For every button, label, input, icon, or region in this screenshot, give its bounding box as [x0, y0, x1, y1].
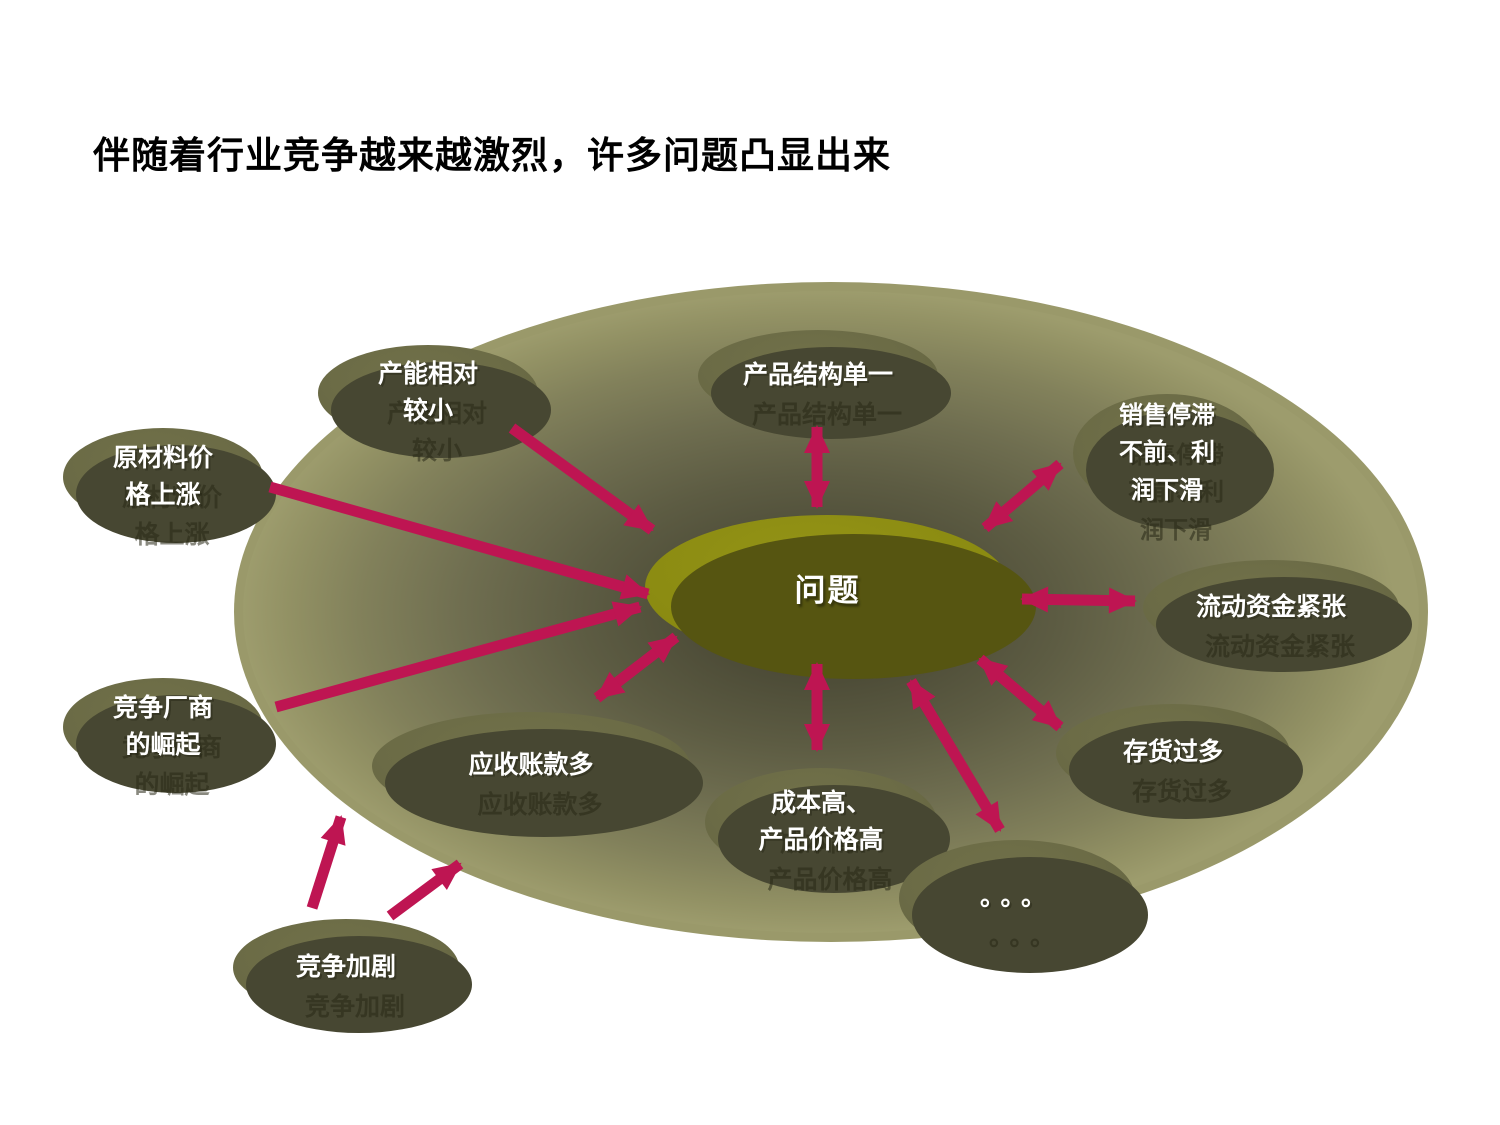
arrow-working-capital-center: [1020, 586, 1137, 614]
node-inventory-label: 存货过多: [1122, 738, 1223, 767]
arrow-sales-stagnation-center: [981, 459, 1064, 533]
node-product-structure-label: 产品结构单一: [742, 361, 893, 390]
node-receivables: 应收账款多: [372, 712, 690, 820]
node-high-cost: 成本高、 产品价格高: [705, 768, 937, 876]
node-sales-stagnation: 销售停滞 不前、利 润下滑: [1073, 394, 1261, 512]
node-capacity-label: 产能相对 较小: [377, 359, 478, 426]
node-raw-material: 原材料价 格上涨: [63, 428, 263, 526]
arrow-competitor-rise-to-center: [274, 601, 642, 713]
arrow-receivables-center: [593, 632, 680, 703]
node-center-problem-label: 问题: [794, 573, 861, 608]
node-product-structure: 产品结构单一: [698, 330, 938, 422]
slide-title: 伴随着行业竞争越来越激烈，许多问题凸显出来: [93, 135, 891, 176]
node-capacity: 产能相对 较小: [318, 345, 538, 441]
node-ellipsis-label: 。。。: [979, 883, 1054, 912]
node-competition-label: 竞争加剧: [295, 952, 396, 981]
node-working-capital-label: 流动资金紧张: [1195, 592, 1346, 621]
node-raw-material-label: 原材料价 格上涨: [112, 443, 213, 510]
node-center-problem: 问题: [645, 515, 1010, 660]
node-working-capital: 流动资金紧张: [1143, 560, 1399, 655]
node-competitor-rise-label: 竞争厂商 的崛起: [112, 693, 213, 760]
arrow-competition-up-right: [386, 859, 464, 921]
arrow-inventory-center: [976, 654, 1064, 732]
node-high-cost-label: 成本高、 产品价格高: [758, 788, 884, 855]
node-inventory: 存货过多: [1056, 704, 1290, 802]
arrow-capacity-to-center: [508, 423, 656, 535]
node-competition: 竞争加剧: [233, 919, 459, 1016]
arrow-raw-material-to-center: [268, 481, 650, 600]
node-competitor-rise: 竞争厂商 的崛起: [63, 678, 263, 776]
node-sales-stagnation-label: 销售停滞 不前、利 润下滑: [1119, 402, 1215, 504]
node-receivables-label: 应收账款多: [468, 751, 594, 780]
arrow-competition-up: [306, 815, 347, 910]
node-ellipsis: 。。。: [899, 840, 1135, 956]
arrow-ellipsis-center: [906, 678, 1005, 833]
